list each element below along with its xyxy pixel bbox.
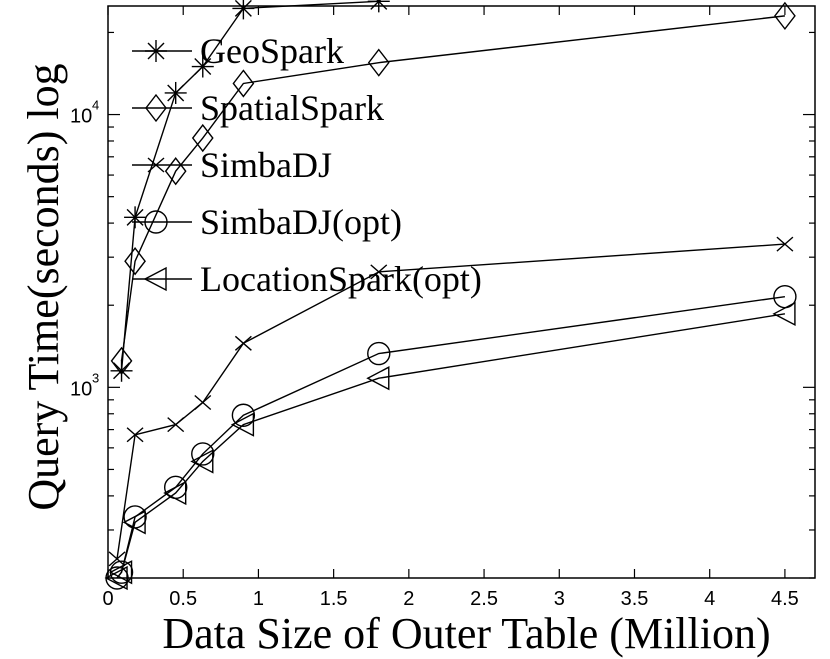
- data-point: [122, 510, 146, 535]
- legend-label: LocationSpark(opt): [200, 259, 482, 299]
- data-point: [370, 264, 388, 280]
- legend-marker: [143, 266, 167, 292]
- data-point: [124, 206, 147, 229]
- data-point: [164, 81, 187, 104]
- data-point: [191, 442, 215, 466]
- y-tick-exponent: 4: [92, 98, 99, 113]
- data-point: [231, 403, 256, 427]
- legend-marker: [145, 40, 167, 62]
- data-point: [164, 157, 187, 186]
- data-point: [194, 394, 212, 411]
- data-point: [167, 417, 185, 433]
- data-point: [772, 301, 796, 326]
- data-point: [232, 69, 255, 98]
- series-line: [120, 0, 379, 371]
- data-point: [124, 247, 146, 276]
- x-axis-title: Data Size of Outer Table (Million): [162, 609, 770, 658]
- x-tick-label: 2: [403, 588, 414, 610]
- legend-label: SpatialSpark: [200, 88, 384, 128]
- x-tick-label: 0: [102, 588, 113, 610]
- data-point: [367, 48, 390, 77]
- data-point: [232, 0, 255, 20]
- x-tick-label: 3: [554, 588, 565, 610]
- series-line: [116, 295, 786, 579]
- x-tick-label: 4: [704, 588, 715, 610]
- legend-label: SimbaDJ(opt): [200, 202, 402, 242]
- x-tick-label: 1.5: [320, 588, 348, 610]
- data-point: [126, 427, 144, 443]
- data-point: [108, 551, 126, 567]
- legend-marker: [145, 93, 167, 123]
- data-point: [163, 480, 187, 506]
- series-line: [120, 15, 785, 361]
- data-point: [230, 412, 255, 437]
- data-point: [776, 236, 794, 252]
- data-point: [190, 449, 214, 474]
- data-point: [234, 335, 252, 351]
- data-point: [774, 1, 796, 31]
- data-point: [110, 346, 133, 376]
- x-tick-label: 3.5: [621, 588, 649, 610]
- data-point: [110, 359, 133, 382]
- x-tick-label: 4.5: [771, 588, 799, 610]
- legend-label: GeoSpark: [200, 31, 344, 71]
- y-tick-label: 10: [70, 378, 92, 400]
- x-tick-label: 2.5: [470, 588, 498, 610]
- y-tick-exponent: 3: [92, 370, 99, 385]
- legend-marker: [147, 157, 165, 173]
- data-point: [191, 55, 214, 78]
- data-point: [191, 123, 214, 153]
- y-axis-title: Query Time(seconds) log: [19, 63, 68, 510]
- data-point: [366, 366, 390, 391]
- legend-label: SimbaDJ: [200, 145, 332, 185]
- x-tick-label: 0.5: [169, 588, 197, 610]
- plot-frame: [107, 5, 816, 579]
- legend-marker: [144, 210, 168, 234]
- data-point: [367, 341, 391, 366]
- y-tick-label: 10: [70, 106, 92, 128]
- series-line: [116, 313, 786, 579]
- x-tick-label: 1: [253, 588, 264, 610]
